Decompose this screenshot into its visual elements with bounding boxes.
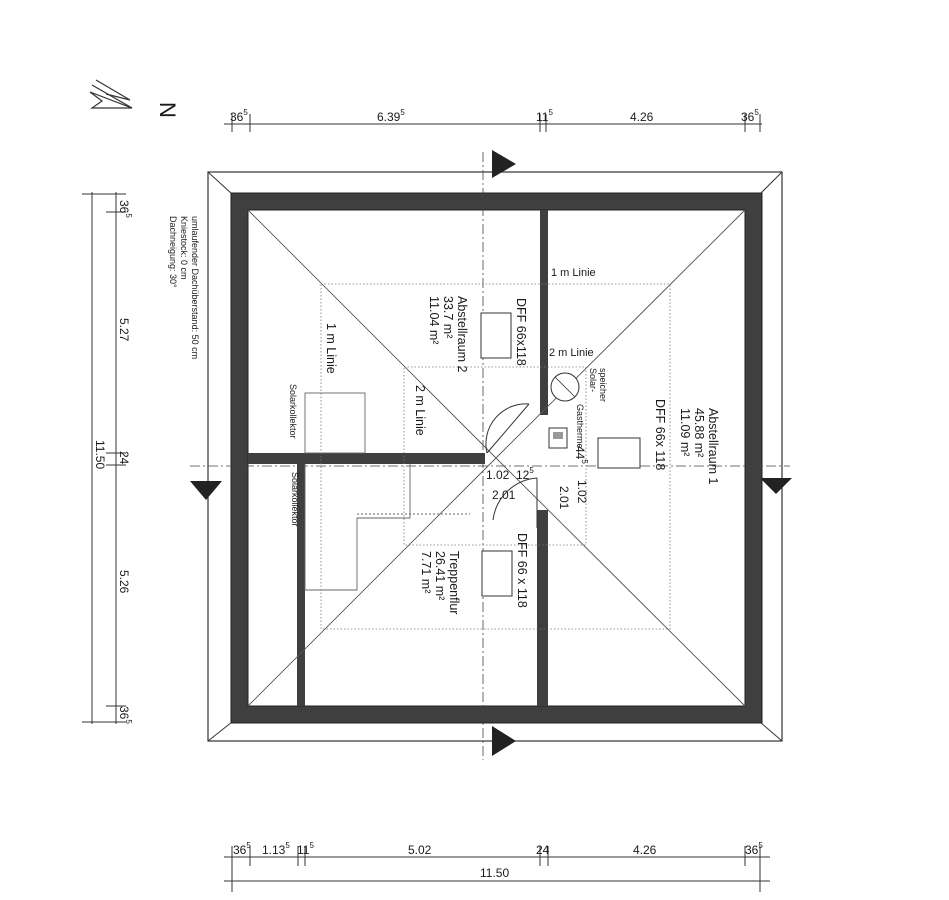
dim-top-2: 115 bbox=[536, 108, 553, 124]
room-treppenflur-area2: 7.71 m² bbox=[419, 551, 433, 593]
section-marker-left bbox=[190, 481, 222, 500]
section-marker-top bbox=[492, 150, 516, 178]
door2-width: 1.02 bbox=[575, 480, 589, 504]
door1-sill: 125 bbox=[516, 466, 534, 482]
room-abstellraum2: Abstellraum 2 33.7 m² 11.04 m² bbox=[427, 296, 469, 372]
dim-bottom-1: 1.135 bbox=[262, 841, 290, 857]
north-arrow-icon bbox=[89, 79, 133, 109]
dim-left-1: 5.27 bbox=[117, 318, 131, 342]
interior-walls bbox=[248, 210, 548, 706]
roof-window-2 bbox=[597, 437, 641, 469]
dim-top-3: 4.26 bbox=[630, 110, 654, 124]
section-markers bbox=[190, 150, 792, 756]
dim-left-3: 5.26 bbox=[117, 570, 131, 594]
dim-bottom-4: 24 bbox=[536, 843, 550, 857]
room-abstellraum2-area1: 33.7 m² bbox=[441, 296, 455, 338]
height-lines bbox=[320, 283, 671, 630]
dimension-top: 365 6.395 115 4.26 365 bbox=[224, 108, 762, 132]
gas-heater-icon bbox=[548, 427, 568, 449]
label-solarkollektor-2: Solarkollektor bbox=[290, 472, 300, 527]
label-dff-1: DFF 66x118 bbox=[514, 298, 528, 366]
label-gastherme: Gastherme bbox=[575, 404, 585, 449]
door1-width: 1.02 bbox=[486, 468, 510, 482]
axis-lines bbox=[190, 152, 790, 760]
room-abstellraum1-area2: 11.09 m² bbox=[678, 408, 692, 456]
dim-left-total: 11.50 bbox=[93, 440, 107, 469]
label-1m-line-left: 1 m Linie bbox=[324, 323, 338, 374]
label-solarspeicher-line: speicher bbox=[598, 368, 608, 402]
dim-bottom-total: 11.50 bbox=[480, 866, 509, 880]
room-abstellraum2-name: Abstellraum 2 bbox=[455, 296, 469, 372]
door-abstellraum2 bbox=[485, 403, 530, 454]
dimension-left: 365 5.27 24 5.26 365 11.50 bbox=[82, 192, 133, 724]
room-treppenflur-name: Treppenflur bbox=[447, 551, 461, 614]
dimension-bottom: 365 1.135 115 5.02 24 4.26 365 11.50 bbox=[224, 841, 770, 892]
label-dff-2: DFF 66x 118 bbox=[653, 399, 667, 470]
section-marker-right bbox=[760, 478, 792, 494]
dim-bottom-6: 365 bbox=[745, 841, 763, 857]
door2-sill: 445 bbox=[573, 446, 589, 464]
dim-bottom-5: 4.26 bbox=[633, 843, 657, 857]
room-abstellraum1-area1: 45.88 m² bbox=[692, 408, 706, 457]
stair bbox=[304, 392, 470, 591]
label-2m-line-left: 2 m Linie bbox=[413, 385, 427, 436]
note-kniestock: Kniestock: 0 cm bbox=[179, 216, 189, 280]
dim-left-0: 365 bbox=[117, 200, 133, 218]
label-solarkollektor-1: Solarkollektor bbox=[288, 384, 298, 439]
roof-notes: umlaufender Dachüberstand: 50 cm Kniesto… bbox=[168, 216, 200, 359]
roof-window-3 bbox=[481, 550, 513, 597]
door-treppenflur bbox=[492, 477, 538, 528]
label-1m-line-right: 1 m Linie bbox=[551, 267, 596, 279]
door1-height: 2.01 bbox=[492, 488, 516, 502]
room-abstellraum2-area2: 11.04 m² bbox=[427, 296, 441, 344]
dim-top-0: 365 bbox=[230, 108, 248, 124]
dim-top-4: 365 bbox=[741, 108, 759, 124]
room-treppenflur-area1: 26.41 m² bbox=[433, 551, 447, 600]
room-treppenflur: Treppenflur 26.41 m² 7.71 m² bbox=[419, 551, 461, 614]
dim-left-2: 24 bbox=[117, 451, 131, 465]
room-abstellraum1: Abstellraum 1 45.88 m² 11.09 m² bbox=[678, 408, 720, 484]
label-2m-line-right: 2 m Linie bbox=[549, 347, 594, 359]
dim-bottom-0: 365 bbox=[233, 841, 251, 857]
dim-top-1: 6.395 bbox=[377, 108, 405, 124]
roof-window-1 bbox=[480, 312, 512, 359]
dim-bottom-3: 5.02 bbox=[408, 843, 432, 857]
door2-height: 2.01 bbox=[557, 486, 571, 510]
north-label: N bbox=[155, 102, 180, 118]
label-dff-3: DFF 66 x 118 bbox=[515, 533, 529, 608]
note-dachneigung: Dachneigung: 30° bbox=[168, 216, 178, 288]
label-solarspeicher-text: Solar- bbox=[588, 368, 598, 392]
dim-bottom-2: 115 bbox=[297, 841, 314, 857]
room-abstellraum1-name: Abstellraum 1 bbox=[706, 408, 720, 484]
dim-left-4: 365 bbox=[117, 706, 133, 724]
label-solarspeicher: Solar- speicher bbox=[588, 368, 608, 402]
section-marker-bottom bbox=[492, 726, 516, 756]
note-overhang: umlaufender Dachüberstand: 50 cm bbox=[190, 216, 200, 359]
